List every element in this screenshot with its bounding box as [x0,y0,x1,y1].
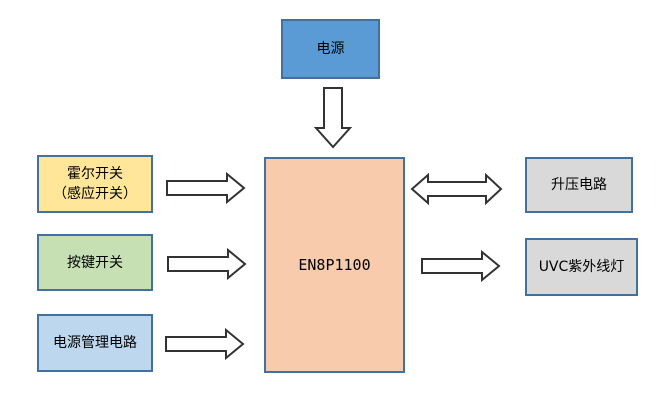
node-power-management-circuit: 电源管理电路 [37,314,153,372]
node-boost-circuit: 升压电路 [525,157,633,213]
node-mcu-en8p1100: EN8P1100 [264,157,405,373]
right-arrow-hall-to-mcu [166,172,246,204]
node-power-label: 电源 [316,41,345,57]
node-button-switch: 按键开关 [37,234,153,291]
double-arrow-mcu-boost [410,172,503,206]
node-uvc-lamp: UVC紫外线灯 [525,238,638,296]
right-arrow-power-mgmt-to-mcu [165,328,245,360]
node-mcu-en8p1100-label: EN8P1100 [298,256,371,274]
right-arrow-button-to-mcu [167,248,247,280]
node-power-management-circuit-label: 电源管理电路 [53,335,137,351]
node-button-switch-label: 按键开关 [67,254,123,271]
node-hall-switch: 霍尔开关 （感应开关） [37,155,153,213]
node-hall-switch-label-line1: 霍尔开关 [67,166,123,182]
node-power: 电源 [281,19,380,79]
node-hall-switch-label-line2: （感应开关） [53,186,137,202]
down-arrow-power-to-mcu [314,87,352,149]
node-boost-circuit-label: 升压电路 [551,177,607,193]
node-uvc-lamp-label: UVC紫外线灯 [538,259,625,275]
right-arrow-mcu-to-uvc [421,250,501,282]
